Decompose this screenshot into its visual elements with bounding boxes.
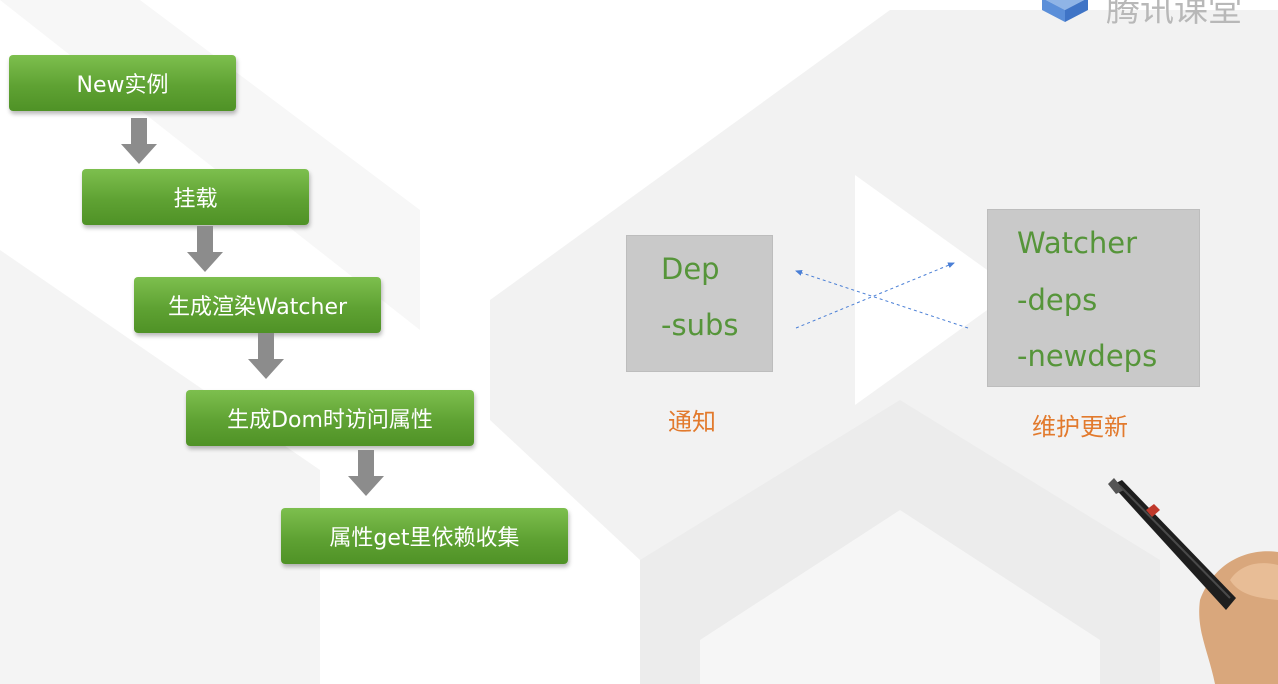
step-new-instance: New实例 bbox=[9, 55, 236, 111]
watcher-title: Watcher bbox=[1017, 226, 1138, 260]
down-arrow-icon bbox=[121, 118, 157, 164]
dep-caption: 通知 bbox=[668, 408, 716, 436]
dep-to-watcher-arrow bbox=[795, 262, 955, 329]
watcher-to-dep-arrow bbox=[795, 270, 969, 329]
dep-subs-field: -subs bbox=[661, 308, 739, 342]
watcher-box bbox=[987, 209, 1200, 387]
watcher-newdeps-field: -newdeps bbox=[1017, 339, 1158, 373]
down-arrow-icon bbox=[348, 450, 384, 496]
step-label: 挂载 bbox=[173, 187, 218, 212]
watcher-caption: 维护更新 bbox=[1032, 413, 1128, 441]
step-getter-dependency-collection: 属性get里依赖收集 bbox=[281, 508, 568, 564]
step-label: 生成渲染Watcher bbox=[167, 295, 348, 320]
step-label: 属性get里依赖收集 bbox=[329, 526, 520, 551]
watcher-deps-field: -deps bbox=[1017, 283, 1098, 317]
dep-box bbox=[626, 235, 773, 372]
step-label: 生成Dom时访问属性 bbox=[227, 408, 433, 433]
watermark-text: 腾讯课堂 bbox=[1106, 0, 1242, 30]
step-create-render-watcher: 生成渲染Watcher bbox=[134, 277, 381, 333]
tencent-classroom-logo-icon bbox=[1042, 0, 1088, 22]
down-arrow-icon bbox=[187, 226, 223, 272]
step-mount: 挂载 bbox=[82, 169, 309, 225]
down-arrow-icon bbox=[248, 333, 284, 379]
step-access-props-on-dom: 生成Dom时访问属性 bbox=[186, 390, 474, 446]
step-label: New实例 bbox=[76, 73, 169, 98]
dep-title: Dep bbox=[661, 252, 720, 286]
